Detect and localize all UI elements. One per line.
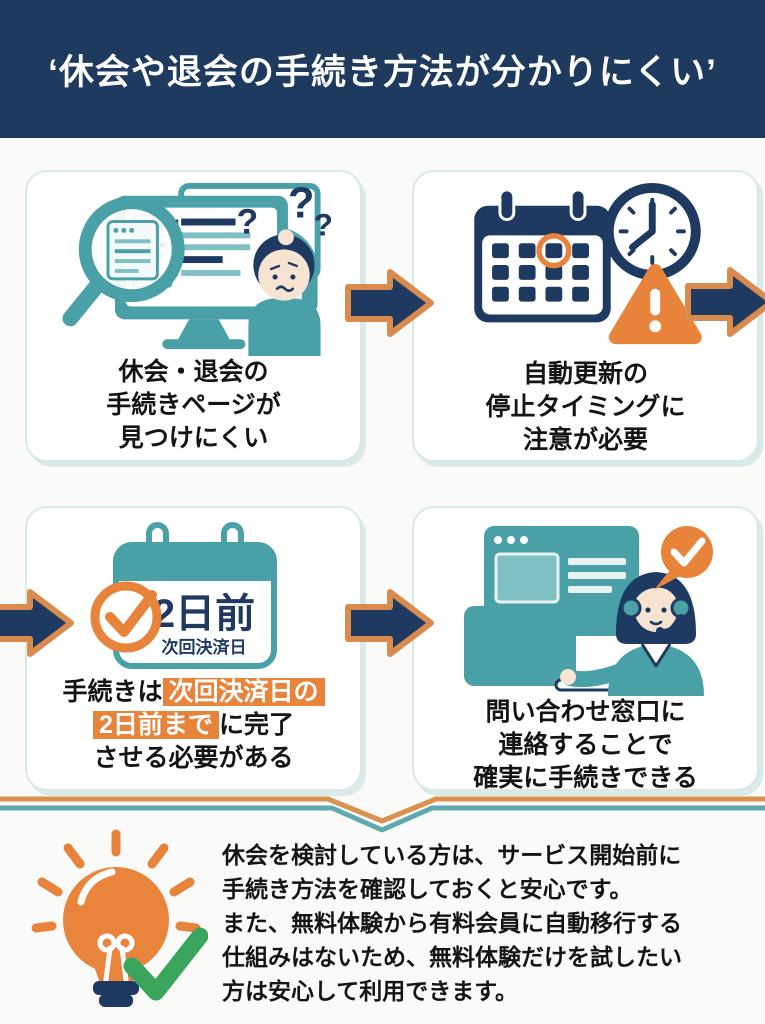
advice-note: 休会を検討している方は、サービス開始前に 手続き方法を確認しておくと安心です。 … <box>222 842 682 1004</box>
support-agent-check-icon <box>463 526 713 696</box>
card2-caption: 自動更新の 停止タイミングに 注意が必要 <box>485 360 686 454</box>
question-mark-icon: ? <box>236 201 258 241</box>
flow-arrow-right-icon <box>345 269 434 337</box>
card-deadline-two-days: 2日前 次回決済日 手続きは次回決済日の 2日前までに完了 させる必要がある <box>25 506 362 791</box>
highlight-text: 2日前まで <box>93 711 219 739</box>
lightbulb-check-icon <box>31 829 208 1007</box>
calendar-big-label: 2日前 <box>152 592 254 636</box>
question-mark-icon: ? <box>313 206 332 242</box>
chevron-divider <box>0 796 765 833</box>
card4-illustration <box>414 508 757 696</box>
flow-arrow-right-icon <box>345 589 434 657</box>
card4-caption: 問い合わせ窓口に 連絡することで 確実に手続きできる <box>473 698 698 792</box>
card1-caption: 休会・退会の 手続きページが 見つけにくい <box>106 358 281 452</box>
calendar-clock-warning-icon <box>473 182 702 345</box>
page-title: ‘休会や退会の手続き方法が分かりにくい’ <box>48 52 717 92</box>
calendar-small-label: 次回決済日 <box>161 637 246 657</box>
magnifier-monitor-confused-user-icon: ? ? ? <box>61 180 332 356</box>
highlight-text: 次回決済日の <box>162 678 325 706</box>
card-find-procedure-page: ? ? ? 休会・退会の 手続きページが 見つけにくい <box>25 170 362 462</box>
card2-illustration <box>414 172 757 358</box>
calendar-deadline-check-icon: 2日前 次回決済日 <box>90 522 277 669</box>
header-banner: ‘休会や退会の手続き方法が分かりにくい’ <box>0 0 765 138</box>
flow-arrow-right-icon <box>0 589 74 657</box>
card1-illustration: ? ? ? <box>27 172 360 356</box>
card-contact-support: 問い合わせ窓口に 連絡することで 確実に手続きできる <box>412 506 759 792</box>
card3-caption: 手続きは次回決済日の 2日前までに完了 させる必要がある <box>27 676 360 789</box>
flow-arrow-right-icon <box>685 267 765 337</box>
card3-illustration: 2日前 次回決済日 <box>27 508 360 676</box>
question-mark-icon: ? <box>287 180 314 228</box>
